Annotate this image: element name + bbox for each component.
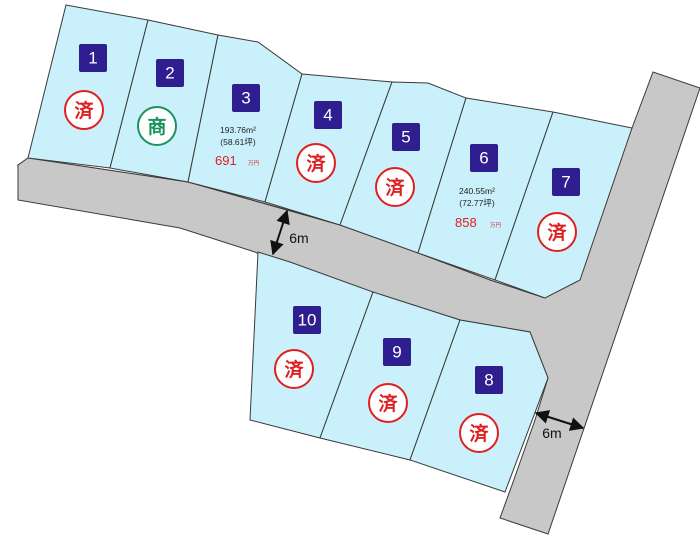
lot-2-number: 2	[165, 64, 174, 83]
lot-8-number-badge: 8	[475, 366, 503, 394]
lot-6-number-badge: 6	[470, 144, 498, 172]
lot-7-seal-circle	[537, 212, 577, 252]
lot-3-number-badge: 3	[232, 84, 260, 112]
lot-8-status-seal: 済	[459, 413, 499, 453]
lot-10-number: 10	[298, 311, 317, 330]
lot-5-status-seal: 済	[375, 167, 415, 207]
lot-7-number-box	[552, 168, 580, 196]
lot-3-info: 193.76m² (58.61坪) 691 万円	[215, 125, 260, 168]
lot-10-status-seal: 済	[274, 349, 314, 389]
lot-4-number-box	[314, 101, 342, 129]
lot-3-area-tsubo: (58.61坪)	[220, 137, 256, 147]
lot-1-status-seal: 済	[64, 90, 104, 130]
road-2-width-label: 6m	[542, 425, 561, 441]
lot-6-number: 6	[479, 149, 488, 168]
lot-9-status-seal: 済	[368, 383, 408, 423]
lot-4-status-seal: 済	[296, 143, 336, 183]
lot-9-seal-circle	[368, 383, 408, 423]
lot-6-area-tsubo: (72.77坪)	[459, 198, 495, 208]
lot-3-number: 3	[241, 89, 250, 108]
lot-4-seal-circle	[296, 143, 336, 183]
lot-10-status-text: 済	[284, 358, 304, 381]
lot-5-seal-circle	[375, 167, 415, 207]
lot-8-seal-circle	[459, 413, 499, 453]
lot-7-status-seal: 済	[537, 212, 577, 252]
lot-7[interactable]	[494, 111, 633, 299]
lot-2-status-text: 商	[147, 115, 166, 138]
lot-6-area-m2: 240.55m²	[459, 186, 495, 196]
lot-7-number: 7	[561, 173, 570, 192]
lot-3-area-m2: 193.76m²	[220, 125, 256, 135]
lot-3-price: 691	[215, 153, 237, 168]
lot-7-status-text: 済	[547, 221, 567, 244]
lot-9-number-box	[383, 338, 411, 366]
lot-9-number-badge: 9	[383, 338, 411, 366]
lot-10-seal-circle	[274, 349, 314, 389]
lot-6-price: 858	[455, 215, 477, 230]
lot-3-number-box	[232, 84, 260, 112]
lot-9-number: 9	[392, 343, 401, 362]
lot-6-info: 240.55m² (72.77坪) 858 万円	[455, 186, 502, 230]
lot-1-number: 1	[88, 49, 97, 68]
road-2-width-arrow	[534, 410, 585, 431]
lot-8-number-box	[475, 366, 503, 394]
lot-5-number: 5	[401, 128, 410, 147]
lot-5-number-box	[392, 123, 420, 151]
lot-2-status-seal: 商	[137, 106, 177, 146]
road-1-width-arrow	[270, 209, 290, 256]
lot-6-number-box	[470, 144, 498, 172]
lot-4-number-badge: 4	[314, 101, 342, 129]
lot-8-number: 8	[484, 371, 493, 390]
lot-2-number-badge: 2	[156, 59, 184, 87]
lot-1-seal-circle	[64, 90, 104, 130]
lot-5-status-text: 済	[385, 176, 405, 199]
lot-5-number-badge: 5	[392, 123, 420, 151]
lot-2-seal-circle	[137, 106, 177, 146]
lot-6-price-unit: 万円	[490, 222, 502, 229]
lot-1-status-text: 済	[74, 99, 94, 122]
lot-10-number-box	[293, 306, 321, 334]
lot-3-price-unit: 万円	[248, 160, 260, 167]
lot-8[interactable]	[409, 319, 549, 493]
lot-8-status-text: 済	[469, 422, 489, 445]
lot-4-number: 4	[323, 106, 332, 125]
road-1-width-label: 6m	[289, 230, 308, 246]
lot-10-number-badge: 10	[293, 306, 321, 334]
lot-7-number-badge: 7	[552, 168, 580, 196]
lot-2-number-box	[156, 59, 184, 87]
lot-9-status-text: 済	[378, 392, 398, 415]
lot-1-number-badge: 1	[79, 44, 107, 72]
lot-1-number-box	[79, 44, 107, 72]
lot-4-status-text: 済	[306, 152, 326, 175]
